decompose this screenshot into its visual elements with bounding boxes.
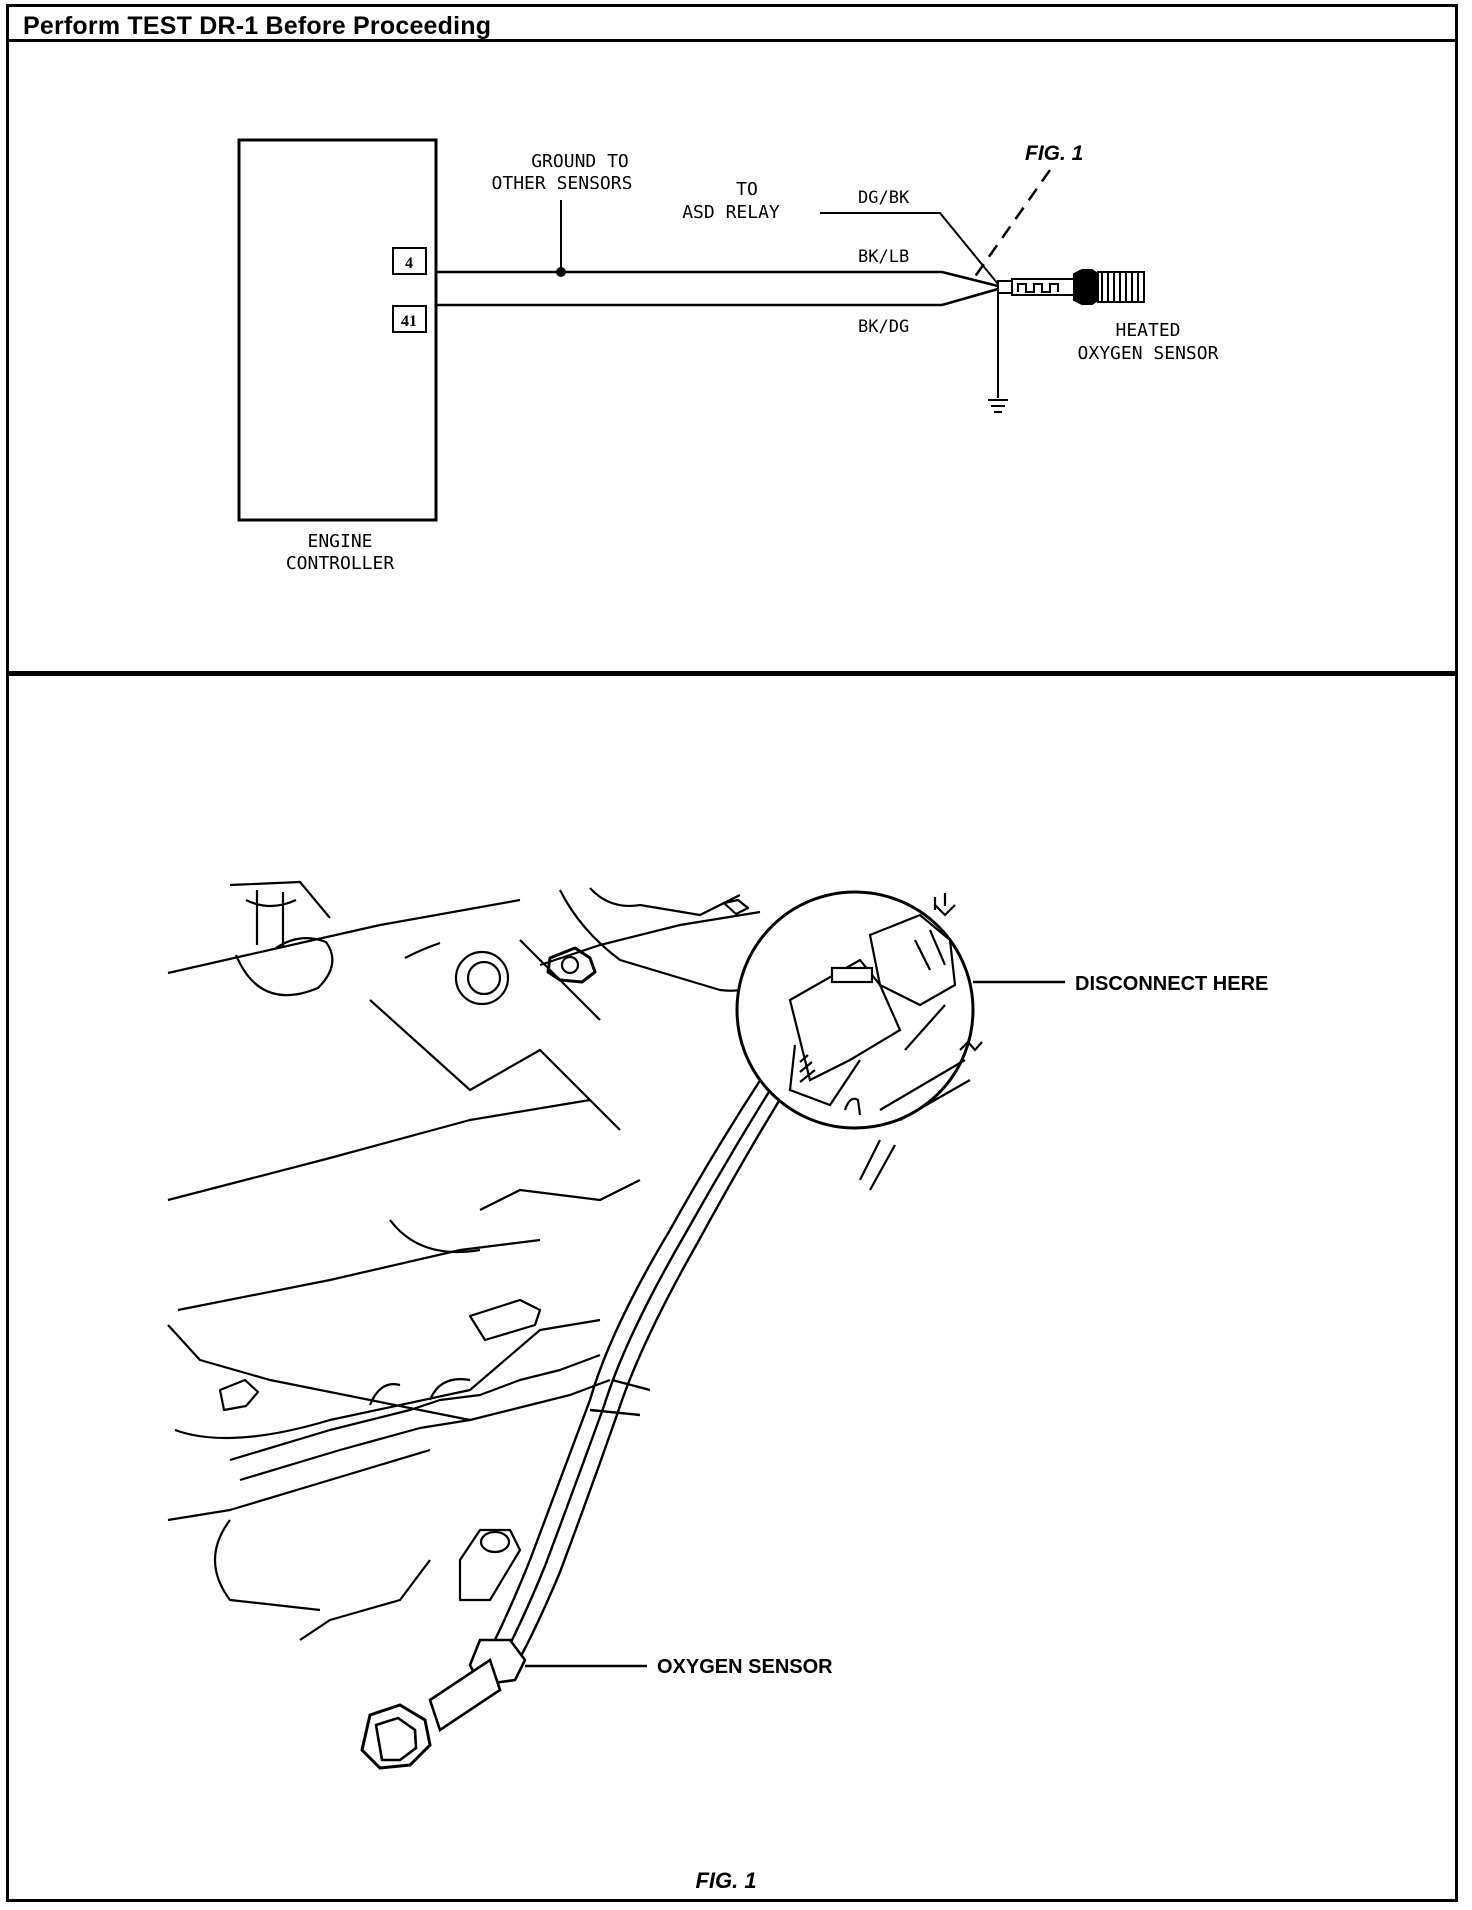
engine-controller-box: [237, 138, 438, 522]
wire-label-dg-bk: DG/BK: [858, 188, 910, 208]
pin-4-box: [392, 247, 427, 275]
engine-controller-label-2: CONTROLLER: [286, 553, 395, 574]
heated-oxygen-sensor-icon: [997, 269, 1145, 305]
oxygen-sensor-icon: [360, 1638, 527, 1770]
figure-caption: FIG. 1: [695, 1868, 756, 1893]
pin-4-label: 4: [405, 255, 413, 272]
asd-label-1: TO: [736, 179, 758, 200]
oxygen-sensor-harness: [488, 1049, 806, 1659]
ground-label-1: GROUND TO: [531, 151, 629, 172]
pin-41-label: 41: [401, 313, 417, 330]
ground-label-2: OTHER SENSORS: [492, 173, 633, 194]
sensor-label-1: HEATED: [1115, 320, 1180, 341]
sensor-label-2: OXYGEN SENSOR: [1078, 343, 1219, 364]
page-title: Perform TEST DR-1 Before Proceeding: [23, 12, 492, 40]
ground-splice-dot: [556, 267, 566, 277]
wire-label-bk-lb: BK/LB: [858, 247, 909, 267]
engine-block-drawing: [167, 880, 772, 1641]
header-bar: Perform TEST DR-1 Before Proceeding: [6, 4, 1458, 42]
pin-41-box: [392, 305, 427, 333]
wire-label-bk-dg: BK/DG: [858, 317, 909, 337]
asd-label-2: ASD RELAY: [682, 202, 780, 223]
wire-dg-bk: [820, 212, 999, 285]
ground-symbol-icon: [988, 399, 1008, 413]
section-divider: [6, 671, 1458, 676]
wire-taper: [941, 270, 999, 307]
engine-controller-label-1: ENGINE: [307, 531, 372, 552]
fig-callout-label: FIG. 1: [1025, 142, 1083, 165]
disconnect-here-label: DISCONNECT HERE: [1075, 973, 1268, 995]
oxygen-sensor-label: OXYGEN SENSOR: [657, 1656, 833, 1678]
connector-detail-icon: [735, 890, 983, 1191]
